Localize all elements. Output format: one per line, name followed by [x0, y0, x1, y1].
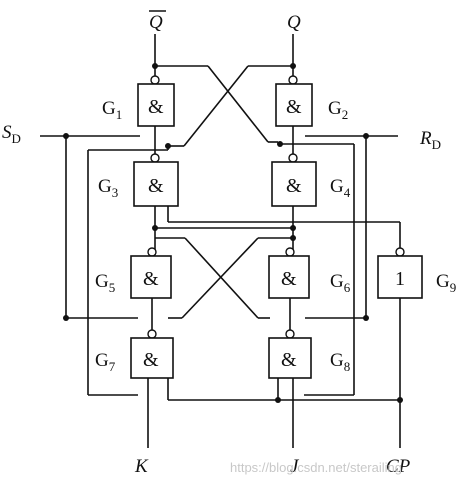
- gate-g6-label: G6: [330, 271, 351, 295]
- gate-g9-symbol: 1: [395, 268, 405, 290]
- wires: [40, 34, 401, 448]
- gate-g6: & G6: [268, 247, 351, 299]
- gate-g1-symbol: &: [148, 96, 164, 118]
- gate-g5-label: G5: [95, 271, 115, 295]
- gate-g1: & G1: [102, 66, 175, 127]
- gate-g7-label: G7: [95, 350, 116, 374]
- gate-g5: & G5: [95, 247, 172, 299]
- junction-dots: [63, 63, 403, 403]
- sd-input-label: SD: [2, 122, 21, 146]
- gate-g9: 1 G9: [377, 247, 456, 299]
- cp-input-label: CP: [386, 456, 411, 477]
- gate-g3-symbol: &: [148, 175, 164, 197]
- watermark-text: https://blog.csdn.net/sterailing: [230, 460, 402, 475]
- gate-g6-symbol: &: [281, 268, 297, 290]
- q-bar-output-label: Q: [149, 10, 166, 33]
- gate-g2-symbol: &: [286, 96, 302, 118]
- gate-g9-label: G9: [436, 271, 456, 295]
- gate-g4-label: G4: [330, 176, 351, 200]
- gate-g8: & G8: [268, 329, 350, 379]
- svg-text:Q: Q: [149, 12, 163, 33]
- j-input-label: J: [290, 456, 300, 477]
- gate-g7: & G7: [95, 329, 174, 379]
- k-input-label: K: [134, 456, 149, 477]
- gate-g3-label: G3: [98, 176, 118, 200]
- gate-g2-label: G2: [328, 98, 348, 122]
- gate-g1-label: G1: [102, 98, 122, 122]
- q-output-label: Q: [287, 12, 301, 33]
- gate-g2: & G2: [275, 66, 348, 127]
- gate-g4-symbol: &: [286, 175, 302, 197]
- gate-g4: & G4: [271, 153, 351, 207]
- gate-g5-symbol: &: [143, 268, 159, 290]
- rd-input-label: RD: [419, 128, 441, 152]
- gate-g8-label: G8: [330, 350, 350, 374]
- gate-g8-symbol: &: [281, 349, 297, 371]
- gate-g7-symbol: &: [143, 349, 159, 371]
- gate-g3: & G3: [98, 153, 179, 207]
